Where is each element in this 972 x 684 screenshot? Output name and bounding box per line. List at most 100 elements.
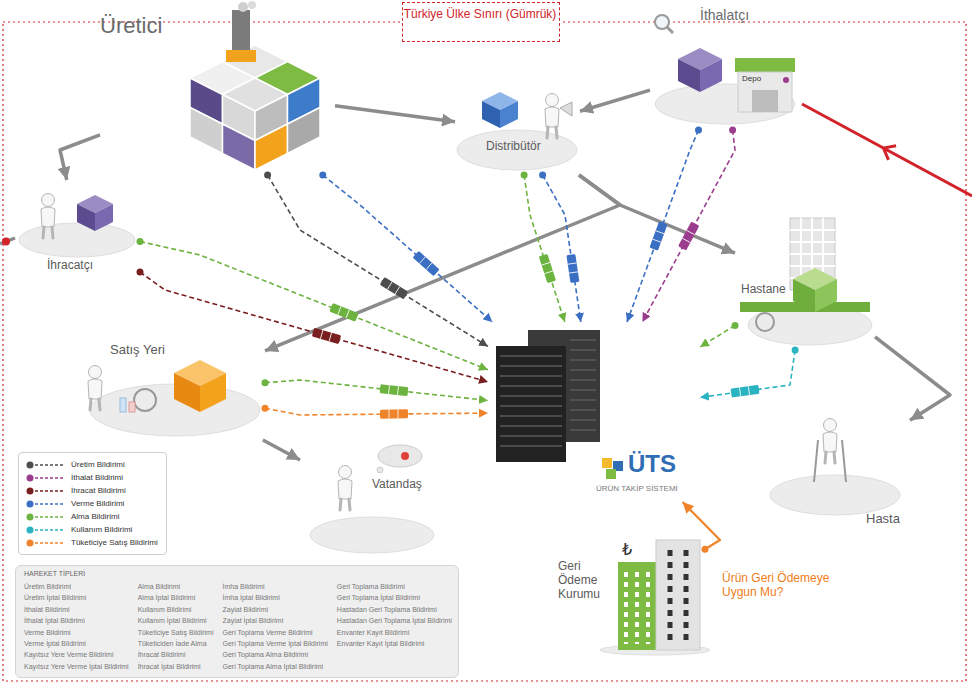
illustration [41,194,55,239]
megaphone [560,102,572,116]
server-rack [496,346,566,462]
list-item: Üretim Bildirimi [24,583,71,591]
import-line [880,141,896,160]
start-dot [702,546,709,553]
legend-swatch [27,474,34,481]
payment-institution-node: Geri Ödeme Kurumu₺ [555,535,705,655]
list-item: İhracat Bildirimi [138,651,186,659]
payment-buildings [626,572,648,644]
sales-point [200,373,226,412]
legend-row: Tüketiciye Satış Bildirimi [25,536,158,549]
crutches [814,440,846,482]
notification-line [268,175,488,346]
importer-cube [678,48,722,92]
warehouse [783,77,789,83]
legend-swatch [27,513,34,520]
patient-node: Hasta [760,405,910,530]
start-dot [137,269,144,276]
list-item: İthalat İptal Bildirimi [24,617,85,625]
data-packet [649,221,667,250]
data-packet [389,409,398,418]
data-packet [566,254,579,283]
list-item: Geri Toplama Alma Bildirimi [223,651,308,659]
exporter-cube [77,204,95,231]
node-label: Üretici [100,13,162,38]
data-packet [682,230,694,242]
data-packet [413,251,440,276]
sales-point [174,373,200,412]
distributor-cube [482,101,500,128]
warehouse [735,58,795,112]
export-line [2,238,10,246]
list-item: Zayiat İptal Bildirimi [223,617,284,625]
notification-line [683,502,720,549]
node-label: ÜRÜN TAKİP SİSTEMİ [596,484,678,493]
factory-cube [288,108,321,154]
payment-buildings [656,540,700,650]
legend-swatch [25,538,65,548]
legend-swatch [25,525,65,535]
list-item: Kullanım İptal Bildirimi [138,617,207,625]
data-packet [653,231,665,243]
data-packet [678,222,699,251]
producer-node: Üretici [100,5,335,175]
distributor-cube [500,101,518,128]
node-label: Geri Ödeme Kurumu [558,560,616,601]
legend-swatch [25,486,65,496]
list-item: Alma Bildirimi [138,583,180,591]
notification-line [323,175,493,322]
list-item: Envanter Kayıt İptal Bildirimi [337,640,425,648]
server-rack [496,330,600,462]
notification-line [140,242,488,370]
legend-text: İthalat Bildirimi [71,473,123,482]
legend-swatch [35,490,64,492]
citizen-node: Vatandaş [300,440,445,558]
product-flow-line [580,90,650,111]
sales-point [134,389,156,411]
data-packet [380,409,408,418]
factory-cube [190,45,320,170]
data-packet [329,303,358,322]
list-item: Kayıtsız Yere Verme Bildirimi [24,651,113,659]
legend-row: İthalat Bildirimi [25,471,158,484]
uts-logo-icon [606,469,616,479]
factory-chimney [238,2,248,12]
start-dot [732,322,739,329]
legend-swatch [35,477,64,479]
legend-swatch [35,516,64,518]
magnifier [667,27,673,33]
data-packet [387,282,399,294]
data-packet [731,385,760,398]
data-packet [678,222,699,251]
legend-box: Üretim Bildirimiİthalat Bildirimiİhracat… [18,452,167,555]
node-label: Distribütör [486,140,541,154]
legend-swatch [27,500,34,507]
list-item: Verme İptal Bildirimi [24,640,86,648]
uts-logo-icon [602,458,623,479]
legend-swatch [35,542,64,544]
legend-row: Kullanım Bildirimi [25,523,158,536]
start-dot [695,127,702,134]
product-flow-line [263,440,300,460]
legend-swatch [35,529,64,531]
export-line [0,238,15,246]
data-packet [312,328,341,344]
thought-bubble [377,467,383,473]
payment-buildings [670,550,686,642]
distributor-node: Distribütör [455,85,580,175]
notification-line [543,175,581,322]
product-flow-line [335,106,455,122]
product-flow-line [265,175,620,351]
crutches [814,440,846,482]
node-label: Vatandaş [372,478,422,492]
legend-swatch [27,487,34,494]
legend-swatch [25,473,65,483]
notification-line [265,380,488,401]
list-item: Tüketiciden İade Alma [138,640,207,648]
data-packet [389,385,399,395]
start-dot [262,379,269,386]
sales-point-node: Satış Yeri [75,340,265,440]
factory-chimney [232,10,250,56]
platforms [655,84,795,124]
